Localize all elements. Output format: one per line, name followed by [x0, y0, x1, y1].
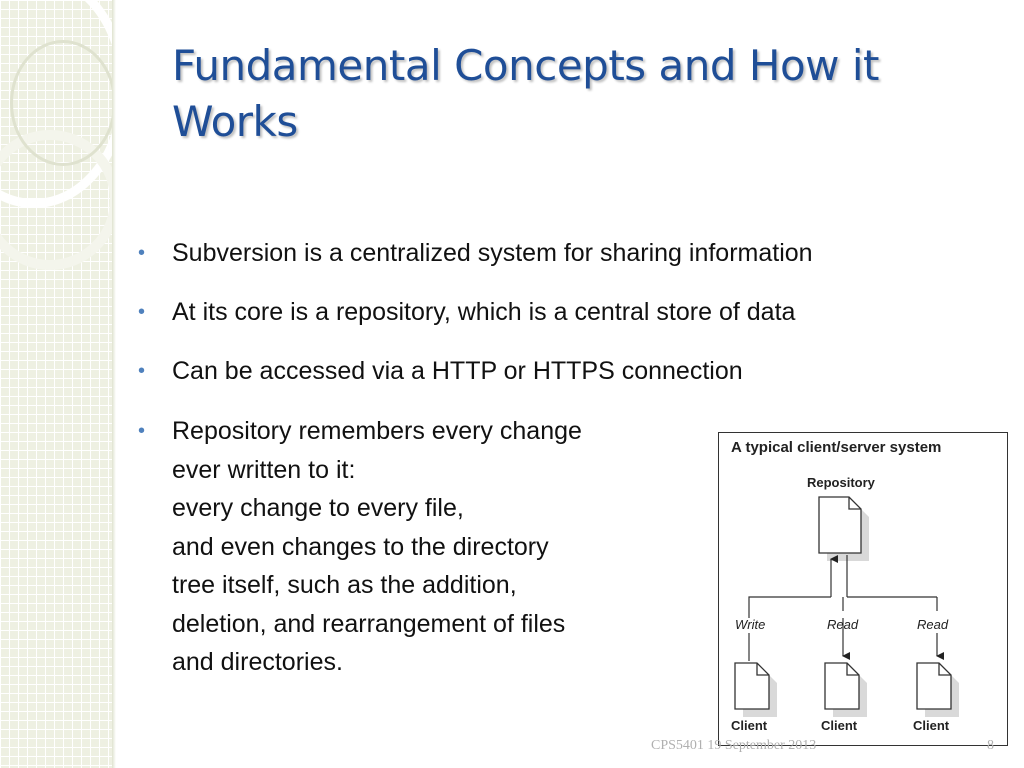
repository-document-icon	[818, 496, 869, 561]
client-action-label: Read	[827, 617, 859, 632]
client-action-label: Write	[735, 617, 766, 632]
bullet-dot: •	[138, 242, 146, 264]
bullet-line: every change to every file,	[172, 494, 464, 522]
client-document-icon	[824, 662, 867, 717]
diagram-graphic	[734, 496, 959, 717]
client-document-icon	[734, 662, 777, 717]
client-action-label: Read	[917, 617, 949, 632]
bullet-dot: •	[138, 420, 146, 442]
bullet-line: and directories.	[172, 648, 343, 676]
bullet-dot: •	[138, 301, 146, 323]
bullet-line: and even changes to the directory	[172, 532, 549, 561]
diagram-title: A typical client/server system	[731, 439, 942, 456]
page-number: 8	[987, 738, 994, 753]
band-edge	[112, 0, 116, 768]
bullet-text: Subversion is a centralized system for s…	[172, 239, 813, 267]
client-server-diagram: A typical client/server system Repositor…	[718, 432, 1008, 746]
bullet-dot: •	[138, 360, 146, 382]
bullet-text: At its core is a repository, which is a …	[172, 298, 796, 326]
bullet-line: ever written to it:	[172, 455, 356, 484]
write-line	[748, 596, 831, 618]
decorative-ring	[10, 40, 112, 166]
bullet-text: Can be accessed via a HTTP or HTTPS conn…	[172, 357, 743, 385]
bullet-line: tree itself, such as the addition,	[172, 571, 517, 599]
footer-course-date: CPS5401 19 September 2013	[651, 738, 817, 753]
bullet-text: Repository remembers every change ever w…	[172, 412, 582, 682]
bullet-line: Repository remembers every change	[172, 417, 582, 445]
client-label: Client	[821, 718, 858, 733]
decorative-grid-band	[0, 0, 112, 768]
bullet-line: deletion, and rearrangement of files	[172, 609, 566, 638]
client-label: Client	[731, 718, 768, 733]
client-document-icon	[916, 662, 959, 717]
connector-lines	[748, 555, 944, 661]
repository-label: Repository	[807, 475, 875, 490]
client-label: Client	[913, 718, 950, 733]
slide-title: Fundamental Concepts and How it Works	[172, 41, 880, 146]
